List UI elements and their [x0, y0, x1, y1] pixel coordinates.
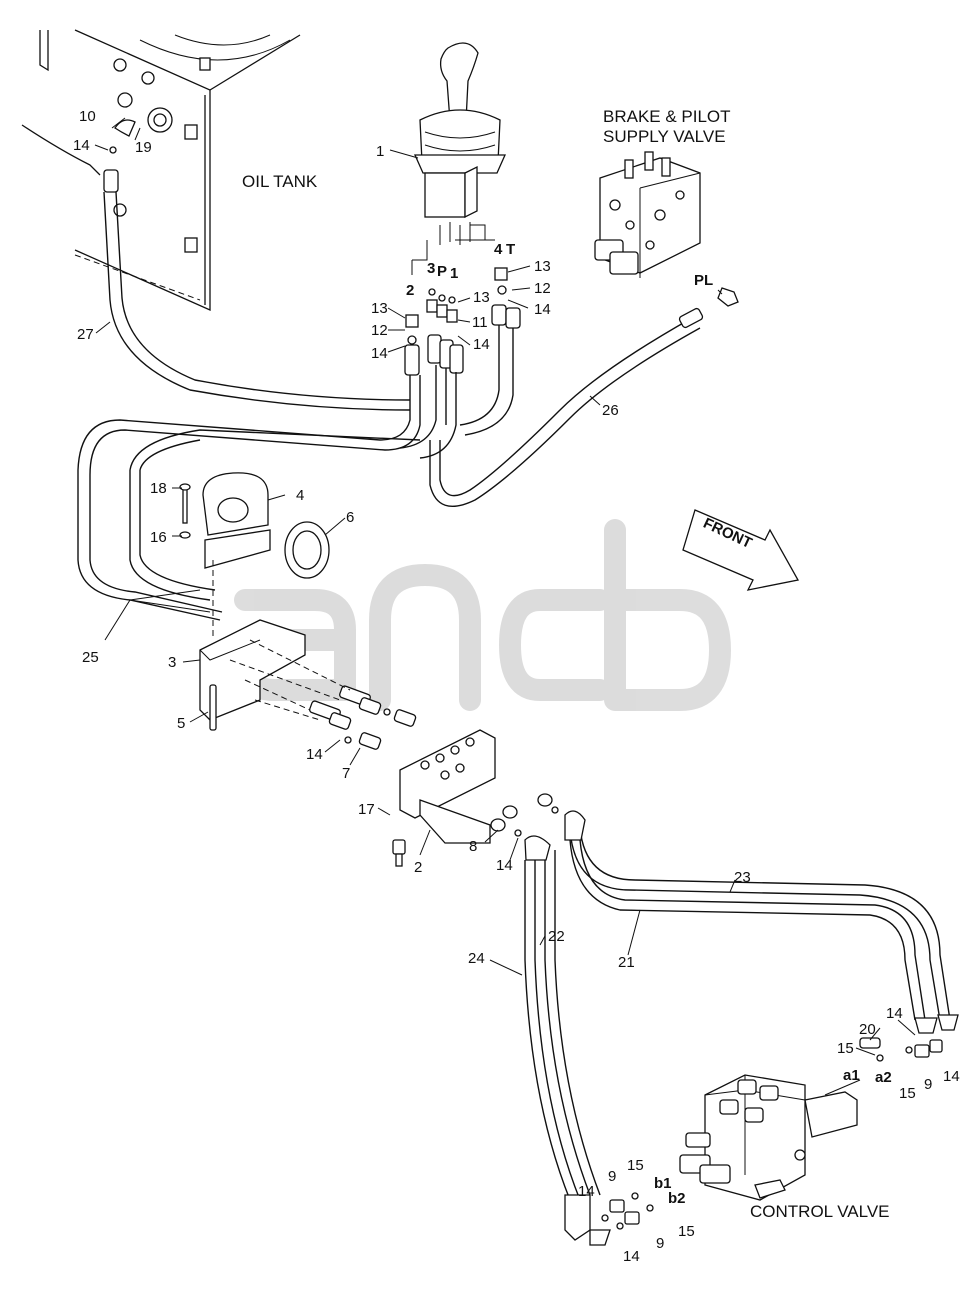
port-1: 1	[450, 265, 458, 282]
port-a1: a1	[843, 1067, 860, 1084]
manifold-left-fittings	[229, 639, 417, 750]
callout-12-left: 12	[371, 322, 388, 339]
callout-15-bot2: 15	[678, 1223, 695, 1240]
hoses-upper	[77, 191, 704, 621]
callout-9-b: 9	[656, 1235, 664, 1252]
callout-14-mid: 14	[473, 336, 490, 353]
control-valve-label: CONTROL VALVE	[750, 1202, 890, 1221]
port-p: P	[437, 263, 447, 280]
port-a2: a2	[875, 1069, 892, 1086]
callout-4: 4	[296, 487, 304, 504]
callout-14-right: 14	[534, 301, 551, 318]
callout-8: 8	[469, 838, 477, 855]
callout-2: 2	[414, 859, 422, 876]
leader-lines	[94, 117, 916, 1096]
port-pl: PL	[694, 272, 713, 289]
callout-24: 24	[468, 950, 485, 967]
callout-15-top1: 15	[837, 1040, 854, 1057]
callout-19: 19	[135, 139, 152, 156]
bracket-assembly	[179, 472, 330, 731]
callout-18: 18	[150, 480, 167, 497]
brake-valve-label-1: BRAKE & PILOT	[603, 107, 731, 126]
brake-pilot-supply-valve	[594, 151, 739, 307]
port-b2: b2	[668, 1190, 686, 1207]
callout-12-right: 12	[534, 280, 551, 297]
oil-tank-label: OIL TANK	[242, 172, 318, 191]
callout-14-cv-top2: 14	[943, 1068, 960, 1085]
callout-9-a: 9	[924, 1076, 932, 1093]
front-arrow: FRONT	[682, 509, 800, 591]
labels: OIL TANK BRAKE & PILOT SUPPLY VALVE CONT…	[73, 107, 960, 1265]
callout-13-left: 13	[371, 300, 388, 317]
callout-21: 21	[618, 954, 635, 971]
callout-6: 6	[346, 509, 354, 526]
callout-15-bot1: 15	[627, 1157, 644, 1174]
callout-23: 23	[734, 869, 751, 886]
callout-22: 22	[548, 928, 565, 945]
callout-20: 20	[859, 1021, 876, 1038]
callout-26: 26	[602, 402, 619, 419]
callout-10: 10	[79, 108, 96, 125]
callout-9-c: 9	[608, 1168, 616, 1185]
port-b1: b1	[654, 1175, 672, 1192]
callout-15-top2: 15	[899, 1085, 916, 1102]
callout-13-mid: 13	[473, 289, 490, 306]
callout-14-cv-top1: 14	[886, 1005, 903, 1022]
callout-25: 25	[82, 649, 99, 666]
callout-5: 5	[177, 715, 185, 732]
callout-14-cv-bot2: 14	[623, 1248, 640, 1265]
callout-1: 1	[376, 143, 384, 160]
callout-13-right: 13	[534, 258, 551, 275]
joystick-fittings	[404, 224, 521, 376]
callout-7: 7	[342, 765, 350, 782]
brake-valve-label-2: SUPPLY VALVE	[603, 127, 726, 146]
port-t: T	[506, 241, 515, 258]
port-3: 3	[427, 260, 435, 277]
hoses-lower	[524, 810, 959, 1246]
callout-3: 3	[168, 654, 176, 671]
oil-tank	[21, 29, 301, 312]
callout-27: 27	[77, 326, 94, 343]
callout-14-cv-bot1: 14	[578, 1183, 595, 1200]
manifold-block	[229, 639, 559, 867]
joystick-pilot-valve	[413, 42, 507, 245]
callout-14-manifold: 14	[306, 746, 323, 763]
callout-16: 16	[150, 529, 167, 546]
callout-14-tank: 14	[73, 137, 90, 154]
callout-17: 17	[358, 801, 375, 818]
control-valve	[601, 1037, 943, 1230]
callout-11: 11	[472, 314, 488, 331]
port-4: 4	[494, 241, 503, 258]
callout-14-left: 14	[371, 345, 388, 362]
port-2: 2	[406, 282, 414, 299]
callout-14-bracket: 14	[496, 857, 513, 874]
